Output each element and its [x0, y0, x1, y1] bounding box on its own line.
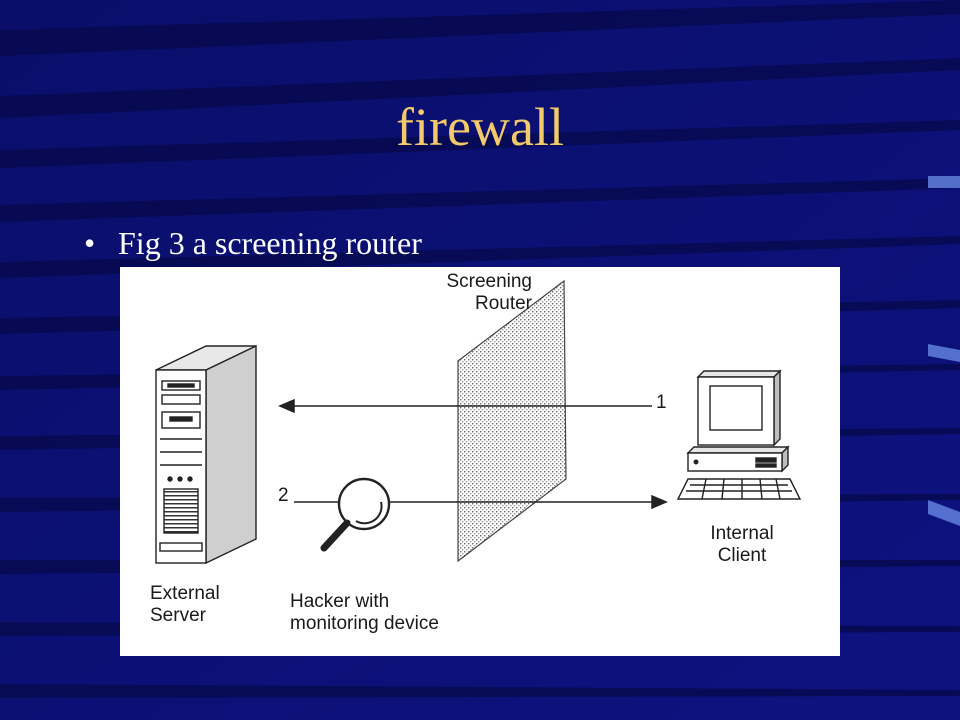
server-label-line1: External — [150, 583, 220, 604]
hacker-label-line1: Hacker with — [290, 591, 390, 612]
path-2-label: 2 — [278, 485, 289, 506]
router-screen-icon — [457, 279, 567, 563]
slide-title: firewall — [396, 97, 564, 157]
router-label: Screening Router — [428, 271, 532, 315]
server-tower-icon — [155, 344, 257, 565]
bullet-dot: • — [84, 225, 96, 261]
path-1-label: 1 — [656, 392, 667, 413]
server-label: External Server — [150, 583, 220, 627]
bullet-text: Fig 3 a screening router — [118, 225, 422, 261]
desktop-computer-icon — [676, 369, 802, 500]
path-1-arrow — [278, 398, 652, 414]
bullet-item: • Fig 3 a screening router — [84, 218, 422, 268]
hacker-label-line2: monitoring device — [290, 613, 439, 634]
client-label: Internal Client — [698, 523, 786, 567]
client-label-line2: Client — [717, 545, 767, 566]
magnifying-glass-icon — [320, 477, 391, 552]
router-label-line1: Screening — [446, 271, 532, 292]
server-label-line2: Server — [150, 605, 206, 626]
router-label-line2: Router — [474, 293, 532, 314]
client-label-line1: Internal — [710, 523, 774, 544]
screening-router-diagram: Screening Router 1 2 External Server Hac… — [120, 267, 840, 656]
hacker-label: Hacker with monitoring device — [290, 591, 439, 635]
